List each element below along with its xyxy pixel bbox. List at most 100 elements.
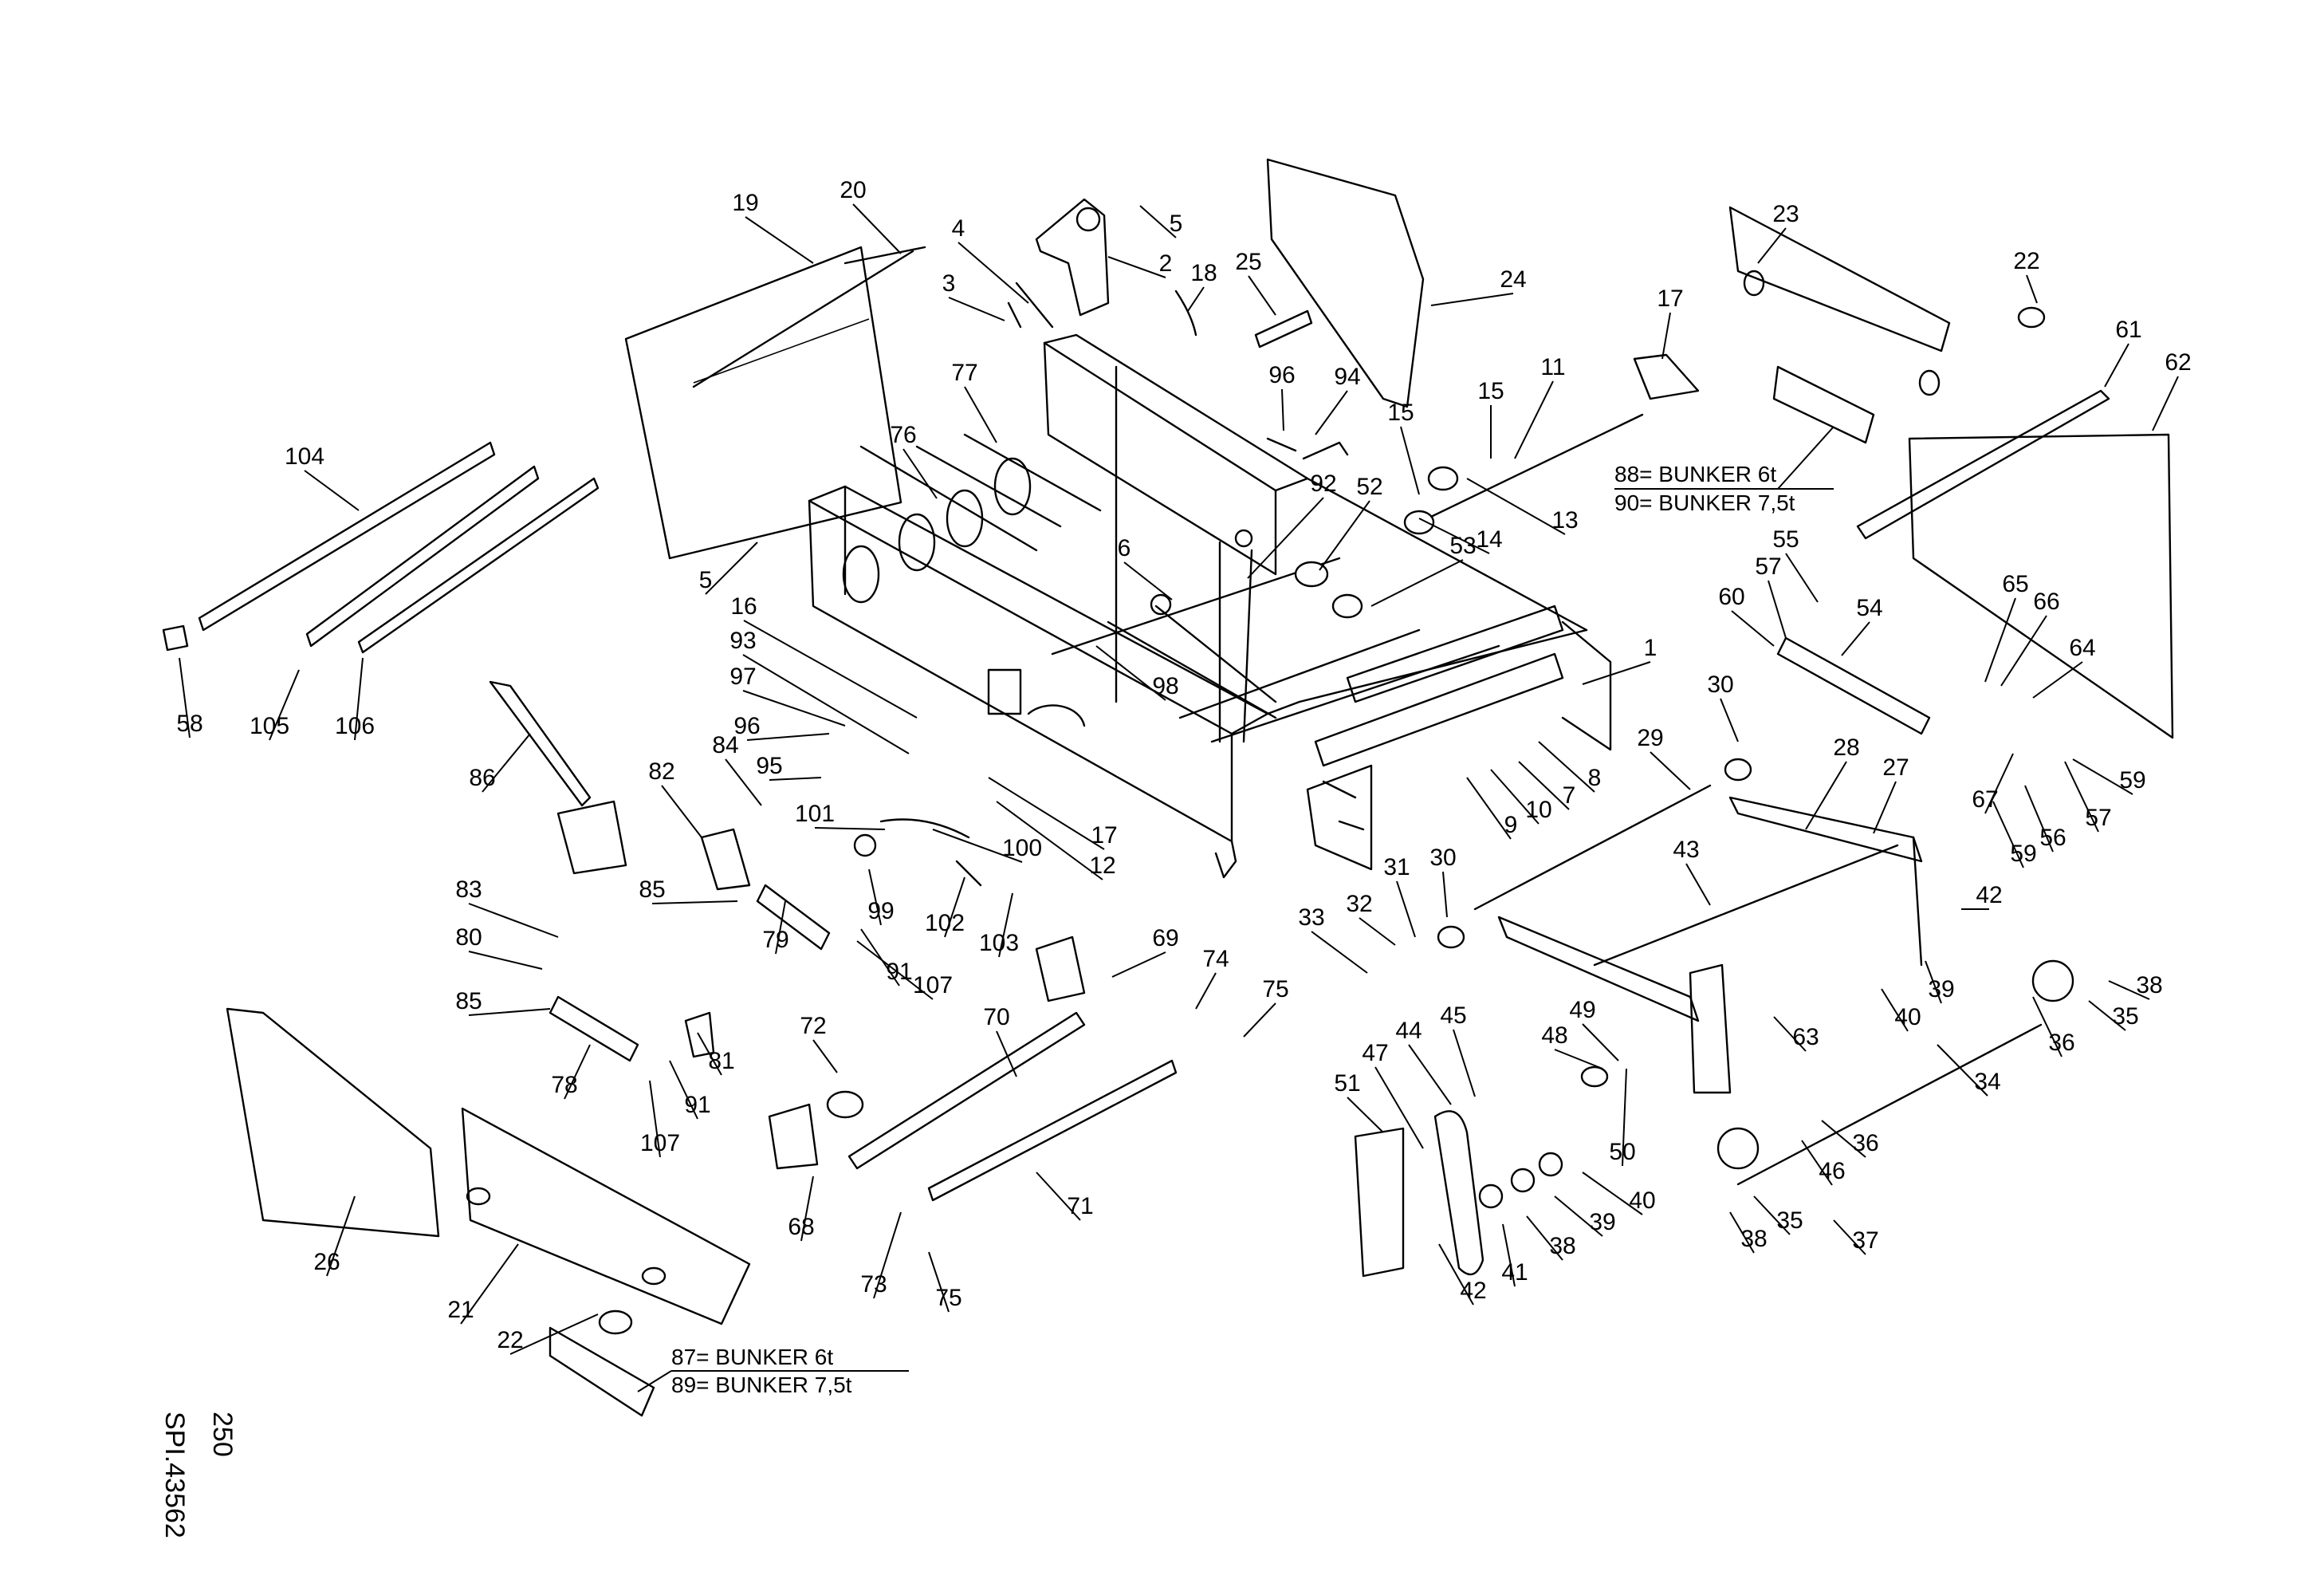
callout-18: 18 <box>1187 260 1217 312</box>
callout-leader <box>1731 610 1775 647</box>
callout-number: 17 <box>1091 822 1117 849</box>
callout-56: 56 <box>2024 785 2066 853</box>
callout-number: 45 <box>1440 1002 1466 1029</box>
callout-103: 103 <box>979 892 1019 958</box>
callout-number: 8 <box>1588 765 1602 791</box>
callout-leader <box>705 542 758 595</box>
callout-61: 61 <box>2104 317 2142 388</box>
callout-86: 86 <box>469 733 531 793</box>
callout-number: 68 <box>788 1214 814 1240</box>
callout-number: 37 <box>1852 1227 1878 1254</box>
callout-94: 94 <box>1315 364 1361 435</box>
callout-105: 105 <box>250 669 300 741</box>
callout-number: 31 <box>1383 854 1410 880</box>
callout-leader <box>856 940 934 1000</box>
callout-leader <box>509 1313 599 1355</box>
callout-13: 13 <box>1466 478 1579 535</box>
callout-leader <box>746 733 830 741</box>
panel-23 <box>1728 206 1951 396</box>
callout-leader <box>814 827 886 830</box>
callout-leader <box>1582 1172 1643 1215</box>
callout-leader <box>1992 801 2024 868</box>
disc-22-left <box>598 1309 633 1335</box>
callout-number: 49 <box>1569 997 1595 1023</box>
callout-number: 55 <box>1772 526 1799 553</box>
callout-19: 19 <box>732 190 814 264</box>
callout-number: 12 <box>1089 853 1115 879</box>
callout-55: 55 <box>1772 526 1819 603</box>
callout-42: 42 <box>1438 1243 1487 1306</box>
callout-107: 107 <box>640 1080 680 1158</box>
callout-85: 85 <box>455 988 551 1016</box>
callout-64: 64 <box>2032 635 2096 699</box>
callout-leader <box>1526 1215 1563 1261</box>
callout-75: 75 <box>1243 976 1289 1038</box>
callout-leader <box>964 386 997 443</box>
callout-23: 23 <box>1757 201 1799 264</box>
callout-leader <box>2026 274 2038 304</box>
callout-81: 81 <box>697 1032 735 1076</box>
callout-leader <box>769 777 822 781</box>
callout-37: 37 <box>1833 1219 1879 1255</box>
callout-number: 27 <box>1882 754 1909 781</box>
callout-number: 95 <box>756 753 782 779</box>
callout-76: 76 <box>890 422 938 499</box>
callout-17: 17 <box>1657 286 1684 360</box>
bolts-3-4 <box>1007 282 1054 329</box>
callout-number: 5 <box>699 567 713 593</box>
callout-number: 15 <box>1477 378 1504 404</box>
callout-leader <box>743 620 918 719</box>
callout-number: 39 <box>1928 976 1954 1002</box>
callout-34: 34 <box>1937 1044 2001 1097</box>
callout-leader <box>482 733 531 793</box>
callout-leader <box>1502 1223 1516 1287</box>
callout-45: 45 <box>1440 1002 1476 1097</box>
callout-15: 15 <box>1387 400 1420 495</box>
shaft-34 <box>1736 1023 2043 1186</box>
callout-leader <box>2108 980 2150 1000</box>
bracket-68 <box>768 1103 819 1170</box>
gears-35 <box>1716 959 2074 1170</box>
callout-52: 52 <box>1319 474 1383 571</box>
callout-number: 28 <box>1833 734 1859 761</box>
callout-leader <box>958 242 1029 304</box>
callout-leader <box>1400 426 1420 495</box>
callout-number: 59 <box>2010 841 2036 867</box>
housing-51 <box>1354 1127 1405 1278</box>
bracket-81 <box>684 1011 715 1058</box>
callout-73: 73 <box>860 1211 902 1299</box>
callout-15: 15 <box>1477 378 1504 459</box>
callout-leader <box>1281 388 1284 431</box>
callout-leader <box>988 777 1105 850</box>
callout-leader <box>1801 1140 1833 1186</box>
callout-number: 82 <box>648 758 674 785</box>
callout-number: 20 <box>840 177 866 203</box>
callout-leader <box>468 1008 551 1016</box>
callout-leader <box>745 216 814 264</box>
callout-65: 65 <box>1984 571 2029 683</box>
callout-number: 66 <box>2033 589 2059 615</box>
callout-12: 12 <box>996 801 1116 880</box>
callout-number: 42 <box>1460 1278 1486 1304</box>
callout-35: 35 <box>1753 1195 1803 1235</box>
callout-leader <box>1195 972 1217 1010</box>
callout-82: 82 <box>648 758 702 838</box>
callout-leader <box>2032 661 2083 699</box>
callout-number: 65 <box>2002 571 2028 597</box>
bunker-note-right: 88= BUNKER 6t 90= BUNKER 7,5t <box>1614 426 1834 515</box>
callout-leader <box>1453 1029 1476 1097</box>
callout-30: 30 <box>1429 845 1457 918</box>
callout-leader <box>179 657 191 738</box>
callout-leader <box>1785 553 1819 603</box>
callout-96: 96 <box>733 713 830 741</box>
callout-number: 21 <box>447 1297 474 1323</box>
callout-24: 24 <box>1430 266 1527 306</box>
callout-number: 72 <box>800 1013 826 1039</box>
callout-leader <box>948 297 1005 321</box>
rail-20 <box>843 246 926 265</box>
callout-32: 32 <box>1346 891 1396 946</box>
callout-number: 57 <box>2085 805 2111 831</box>
callout-107: 107 <box>856 940 953 1000</box>
callout-leader <box>1650 751 1691 790</box>
callout-number: 107 <box>913 972 953 998</box>
